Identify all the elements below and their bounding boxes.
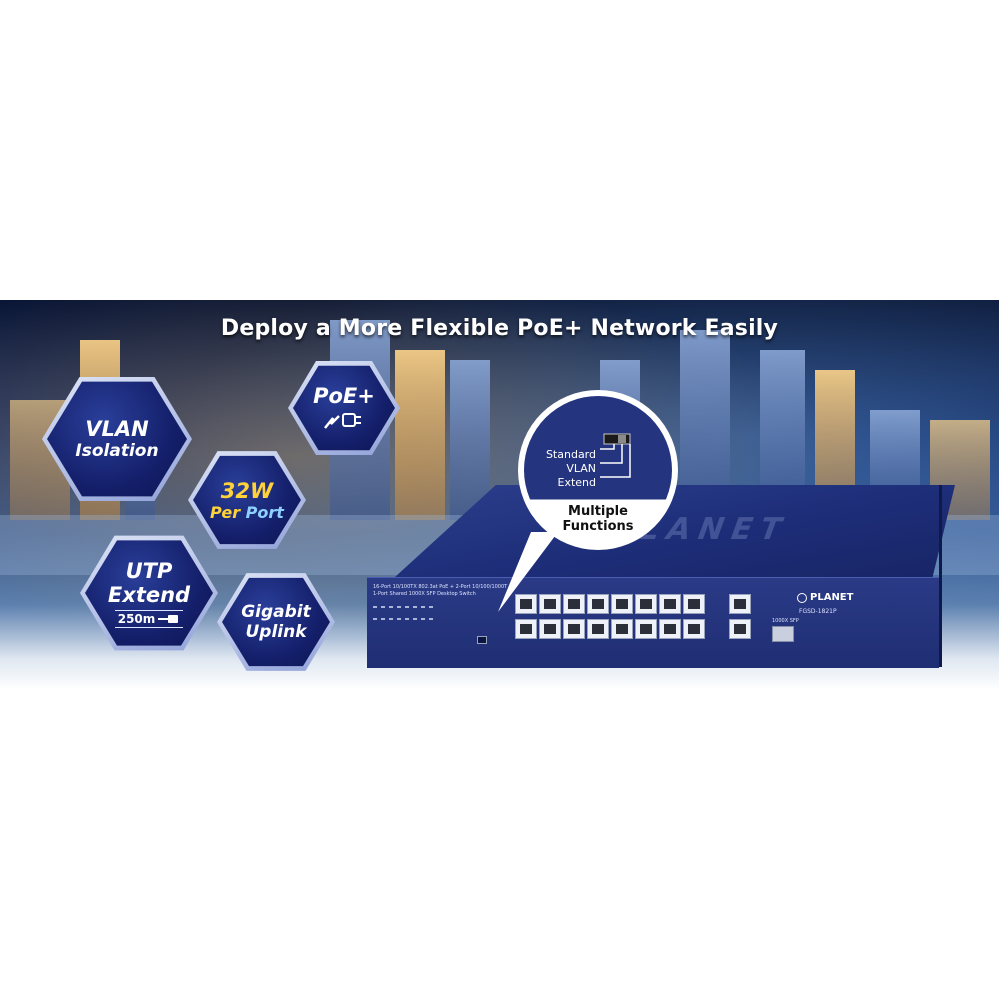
uplink-port [729,619,751,639]
port-text: Port [245,502,284,522]
mode-labels: Standard VLAN Extend [534,448,596,490]
headline: Deploy a More Flexible PoE+ Network Easi… [220,316,779,341]
power-plug-icon [324,413,361,429]
sfp-slot [772,626,794,642]
rj45-port [611,594,633,614]
vlan-badge-subtitle: Isolation [75,441,159,461]
distance-indicator: 250m [114,609,184,628]
rj45-port [563,619,585,639]
rj45-port [659,594,681,614]
brand-logo: PLANET [797,592,853,603]
model-number: FGSD-1821P [799,608,837,615]
per-port-label: Per Port [210,503,284,522]
uplink-port [729,594,751,614]
poe-badge-title: PoE+ [313,384,375,408]
per-text: Per [210,502,241,522]
mode-standard: Standard [545,448,596,461]
watt-per-port-badge: 32W Per Port [188,451,306,549]
callout-title: Multiple Functions [524,504,672,534]
rj45-port [683,619,705,639]
planet-logo-icon [797,592,807,603]
utp-badge-subtitle: Extend [107,582,191,607]
rj45-port [539,594,561,614]
rj45-port [635,619,657,639]
rj45-port [515,594,537,614]
watt-value: 32W [220,478,274,503]
mode-switch [477,636,487,644]
vlan-isolation-badge: VLAN Isolation [42,376,192,502]
mode-selector-bracket [600,433,631,478]
led-indicators [373,606,433,620]
utp-badge-title: UTP [125,558,173,583]
front-description-line2: 1-Port Shared 1000X SFP Desktop Switch [373,591,476,597]
rj45-port-grid [515,594,705,639]
rj45-port [563,594,585,614]
mode-vlan: VLAN [566,462,596,475]
callout-title-line1: Multiple [568,504,628,519]
front-description-line1: 16-Port 10/100TX 802.3at PoE + 2-Port 10… [373,584,508,590]
switch-top-panel [395,485,955,577]
distance-value: 250m [117,611,156,626]
gigabit-badge-title: Gigabit [241,602,311,622]
rj45-port [635,594,657,614]
switch-side-edge [939,485,942,667]
cable-icon [158,614,179,623]
rj45-port [587,619,609,639]
uplink-port-stack [729,594,751,639]
rj45-port [611,619,633,639]
rj45-port [683,594,705,614]
gigabit-badge-subtitle: Uplink [245,622,307,642]
callout-title-line2: Functions [562,519,634,534]
multiple-functions-callout: Standard VLAN Extend Multiple Functions [518,390,678,550]
mode-extend: Extend [557,476,597,489]
rj45-port [587,594,609,614]
vlan-badge-title: VLAN [85,417,149,441]
rj45-port [515,619,537,639]
switch-front-panel: 16-Port 10/100TX 802.3at PoE + 2-Port 10… [367,577,939,668]
hero-banner: Deploy a More Flexible PoE+ Network Easi… [0,300,999,690]
rj45-port [659,619,681,639]
sfp-label: 1000X SFP [772,618,799,624]
callout-inner: Standard VLAN Extend Multiple Functions [524,396,672,544]
rj45-port [539,619,561,639]
brand-name: PLANET [810,592,854,603]
